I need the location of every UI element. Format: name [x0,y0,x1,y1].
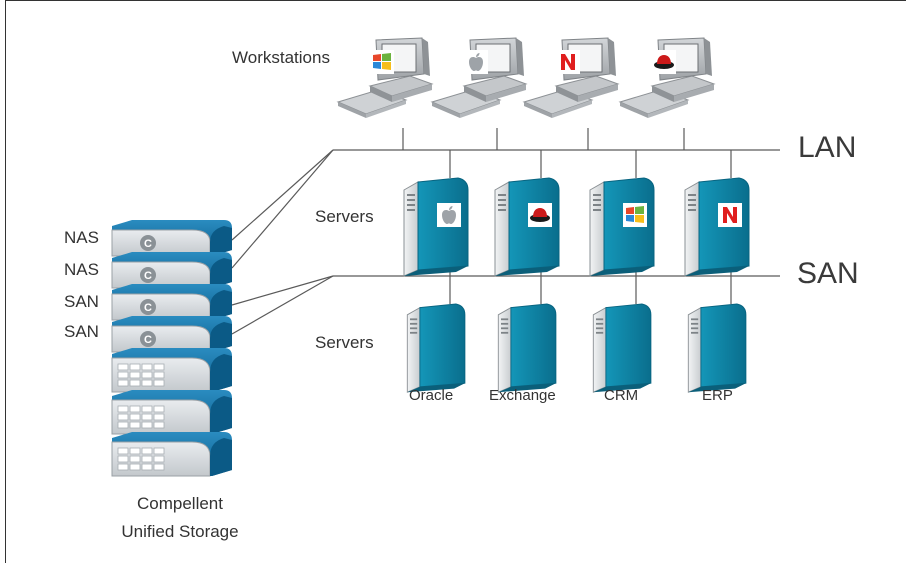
db-server-erp [687,303,747,393]
storage-controller-san-1: C [111,283,233,321]
storage-unit-label-4: SAN [64,322,99,341]
storage-unit-label-2: NAS [64,260,99,279]
db-server-crm [592,303,652,393]
storage-caption-line2: Unified Storage [121,522,239,541]
storage-unit-label-3: SAN [64,292,99,311]
windows-logo-icon [623,203,647,227]
disk-shelf-3 [111,431,233,477]
server-name-exchange: Exchange [489,387,556,404]
app-servers-label: Servers [315,207,374,226]
apple-logo-icon [464,50,488,74]
svg-text:C: C [144,270,152,282]
storage-controller-nas-2: C [111,251,233,289]
apple-logo-icon [437,203,461,227]
disk-shelf-1 [111,347,233,393]
disk-shelf-2 [111,389,233,435]
redhat-logo-icon [652,50,676,74]
workstation-1 [337,37,433,119]
workstation-3 [523,37,619,119]
workstations-label: Workstations [232,48,330,67]
windows-logo-icon [370,50,394,74]
db-servers-label: Servers [315,333,374,352]
storage-caption-line1: Compellent [137,494,223,513]
storage-controller-nas-1: C [111,219,233,257]
app-server-1 [403,177,469,277]
storage-stack: C C C C [111,219,233,477]
storage-controller-san-2: C [111,315,233,353]
db-server-exchange [497,303,557,393]
novell-logo-icon [556,50,580,74]
workstation-2 [431,37,527,119]
app-server-2 [494,177,560,277]
app-server-4 [684,177,750,277]
novell-logo-icon [718,203,742,227]
redhat-logo-icon [528,203,552,227]
san-label: SAN [797,257,859,290]
svg-text:C: C [144,238,152,250]
db-server-oracle [406,303,466,393]
lan-label: LAN [798,131,857,164]
svg-text:C: C [144,302,152,314]
server-name-crm: CRM [604,387,639,404]
server-name-erp: ERP [702,387,733,404]
storage-unit-label-1: NAS [64,228,99,247]
server-name-oracle: Oracle [409,387,454,404]
workstation-4 [619,37,715,119]
app-server-3 [589,177,655,277]
svg-text:C: C [144,334,152,346]
